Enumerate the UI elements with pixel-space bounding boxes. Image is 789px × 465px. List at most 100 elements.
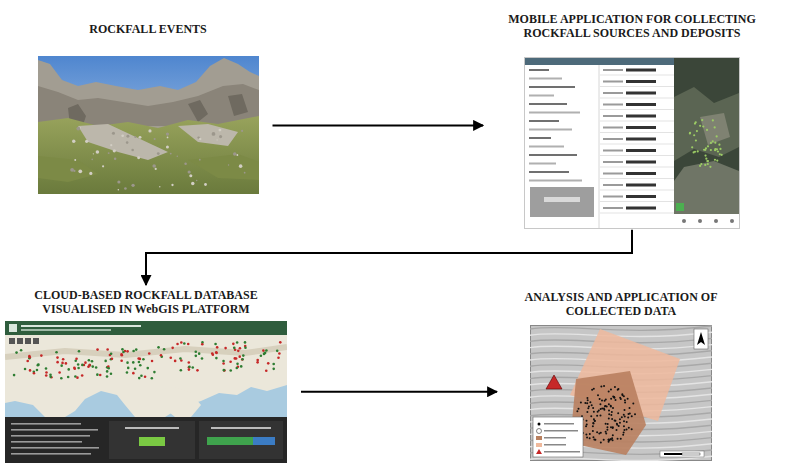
scatter-point bbox=[705, 157, 707, 159]
scale-bar bbox=[664, 453, 682, 455]
scatter-point bbox=[594, 420, 596, 422]
record-label bbox=[603, 69, 623, 71]
scatter-point bbox=[608, 409, 610, 411]
legend-box bbox=[533, 417, 583, 457]
row-separator bbox=[600, 201, 674, 202]
scatter-point bbox=[632, 402, 634, 404]
scatter-point bbox=[706, 129, 708, 131]
scatter-point bbox=[585, 433, 587, 435]
count-value-mark bbox=[139, 437, 165, 446]
scatter-point bbox=[604, 399, 606, 401]
scatter-point bbox=[204, 184, 207, 187]
scatter-point bbox=[272, 367, 275, 370]
scatter-point bbox=[189, 175, 192, 178]
scatter-point bbox=[120, 359, 123, 362]
source-triangle bbox=[546, 375, 562, 389]
record-row bbox=[600, 206, 674, 213]
record-row bbox=[600, 183, 674, 190]
scatter-point bbox=[244, 341, 247, 344]
scatter-point bbox=[96, 373, 99, 376]
scatter-point bbox=[166, 137, 168, 139]
scatter-point bbox=[91, 159, 93, 161]
step-heading: CLOUD-BASED ROCKFALL DATABASE VISUALISED… bbox=[5, 288, 287, 317]
land bbox=[5, 335, 287, 417]
scatter-point bbox=[183, 342, 186, 345]
scatter-point bbox=[601, 399, 603, 401]
scatter-point bbox=[180, 369, 183, 372]
scatter-point bbox=[707, 160, 709, 162]
scatter-point bbox=[153, 371, 156, 374]
scatter-point bbox=[614, 386, 616, 388]
scatter-point bbox=[606, 426, 608, 428]
scatter-point bbox=[613, 397, 615, 399]
dashboard-line bbox=[11, 423, 81, 425]
record-row bbox=[600, 91, 674, 98]
scatter-point bbox=[634, 413, 636, 415]
process-step: ANALYSIS AND APPLICATION OF COLLECTED DA… bbox=[501, 290, 741, 461]
scatter-point bbox=[176, 343, 179, 346]
scatter-point bbox=[154, 168, 156, 170]
scatter-point bbox=[45, 374, 48, 377]
scatter-point bbox=[229, 369, 232, 372]
scatter-point bbox=[244, 346, 247, 349]
scatter-point bbox=[85, 140, 88, 143]
scatter-point bbox=[153, 138, 155, 140]
scatter-point bbox=[608, 403, 610, 405]
scatter-point bbox=[121, 348, 124, 351]
scatter-point bbox=[624, 409, 626, 411]
scatter-point bbox=[592, 407, 594, 409]
list-line bbox=[529, 154, 577, 156]
scatter-point bbox=[619, 418, 621, 420]
scatter-point bbox=[241, 130, 243, 132]
scatter-point bbox=[55, 351, 58, 354]
list-line bbox=[529, 137, 551, 139]
collected-points bbox=[689, 119, 723, 168]
scatter-point bbox=[65, 362, 68, 365]
hillshade-ground bbox=[531, 325, 712, 460]
scatter-point bbox=[132, 349, 135, 352]
scatter-point bbox=[624, 415, 626, 417]
progress-bar-blue bbox=[253, 437, 275, 445]
scatter-point bbox=[76, 376, 79, 379]
row-separator bbox=[600, 178, 674, 179]
scatter-point bbox=[222, 362, 225, 365]
scatter-point bbox=[716, 135, 718, 137]
scatter-point bbox=[111, 357, 114, 360]
legend-swatch bbox=[536, 443, 542, 447]
scatter-point bbox=[603, 407, 605, 409]
scatter-point bbox=[110, 372, 113, 375]
scatter-point bbox=[704, 149, 706, 151]
scatter-point bbox=[110, 352, 113, 355]
scatter-point bbox=[597, 394, 599, 396]
scatter-point bbox=[214, 343, 217, 346]
progress-panel bbox=[199, 421, 283, 459]
scatter-point bbox=[171, 346, 174, 349]
scatter-point bbox=[704, 164, 706, 166]
scatter-point bbox=[593, 418, 595, 420]
scatter-point bbox=[37, 363, 40, 366]
scatter-point bbox=[126, 371, 129, 374]
scatter-point bbox=[621, 393, 623, 395]
scatter-point bbox=[60, 364, 63, 367]
scatter-point bbox=[180, 341, 183, 344]
scatter-point bbox=[265, 349, 268, 352]
scatter-point bbox=[196, 180, 197, 181]
webgis-screenshot bbox=[5, 321, 287, 463]
toolbar-icon bbox=[714, 219, 718, 223]
scatter-point bbox=[28, 355, 31, 358]
scatter-point bbox=[138, 136, 141, 139]
scatter-point bbox=[613, 396, 615, 398]
row-separator bbox=[600, 97, 674, 98]
record-id bbox=[626, 91, 656, 94]
scatter-point bbox=[111, 132, 114, 135]
scatter-point bbox=[67, 368, 70, 371]
scatter-point bbox=[110, 144, 112, 146]
hillshade-texture bbox=[530, 326, 712, 461]
scatter-point bbox=[95, 366, 98, 369]
scatter-point bbox=[612, 427, 614, 429]
scatter-point bbox=[589, 401, 591, 403]
scatter-point bbox=[586, 411, 588, 413]
photo-box bbox=[530, 187, 594, 217]
scatter-point bbox=[593, 438, 595, 440]
scatter-point bbox=[241, 358, 244, 361]
